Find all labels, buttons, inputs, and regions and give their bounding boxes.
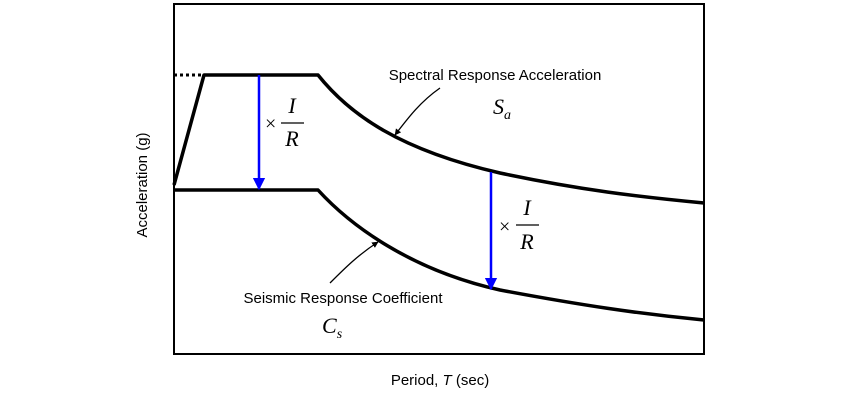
scale-factor-right: × I R [499,195,539,254]
x-axis-label: Period, T (sec) [391,372,489,389]
svg-text:I: I [522,195,532,220]
spectral-response-curve [172,73,705,205]
scale-factor-left: × I R [265,93,304,151]
seismic-coefficient-label: Seismic Response Coefficient [244,290,444,307]
seismic-coefficient-pointer [329,241,379,284]
svg-text:R: R [519,229,534,254]
seismic-coefficient-symbol: Cs [322,313,343,342]
spectral-response-label: Spectral Response Acceleration [389,67,602,84]
svg-text:×: × [499,216,510,238]
svg-text:×: × [265,113,276,135]
spectral-response-pointer [394,87,441,136]
y-axis-label: Acceleration (g) [134,132,151,237]
svg-text:R: R [284,126,299,151]
svg-text:I: I [287,93,297,118]
seismic-coefficient-curve [174,188,705,322]
spectral-response-symbol: Sa [493,94,511,123]
